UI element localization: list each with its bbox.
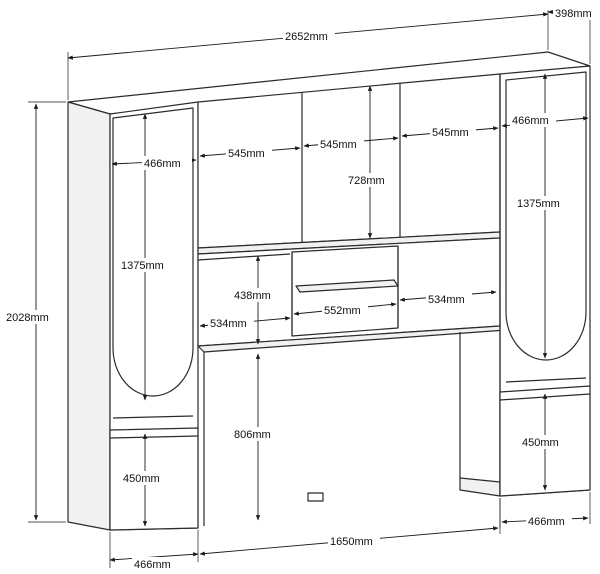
left-column-side [67,101,111,531]
label-top-door-width-1: 545mm [228,148,265,160]
label-shelf-center-width: 552mm [324,305,361,317]
furniture-body [67,51,591,531]
dimension-labels: 2652mm 398mm 2028mm 466mm 1375mm 450mm 4… [4,6,598,571]
left-arch-door [112,107,194,397]
left-column [67,101,199,531]
label-top-door-height: 728mm [348,175,385,187]
label-left-drawer-height: 450mm [123,473,160,485]
label-top-door-width-2: 545mm [320,139,357,151]
label-right-drawer-height: 450mm [522,437,559,449]
label-shelf-height: 438mm [234,290,271,302]
label-right-column-height: 1375mm [517,198,560,210]
label-bridge-clearance: 806mm [234,429,271,441]
wall-socket [307,492,324,502]
label-left-column-width: 466mm [144,158,181,170]
label-total-width: 2652mm [285,31,328,43]
label-top-door-width-3: 545mm [432,127,469,139]
label-bridge-width: 1650mm [330,536,373,548]
bridge-area [203,332,501,526]
right-base-shadow [459,477,501,497]
right-arch-door [505,71,587,361]
top-cabinet-front [197,73,501,249]
label-left-base-width: 466mm [134,559,171,571]
label-right-column-width: 466mm [512,115,549,127]
label-shelf-left-width: 534mm [210,318,247,330]
top-cabinet [197,73,501,255]
center-shelf-board [295,279,399,293]
label-left-column-height: 1375mm [121,260,164,272]
label-right-base-width: 466mm [528,516,565,528]
label-depth: 398mm [555,8,592,20]
label-shelf-right-width: 534mm [428,294,465,306]
label-total-height: 2028mm [6,312,49,324]
